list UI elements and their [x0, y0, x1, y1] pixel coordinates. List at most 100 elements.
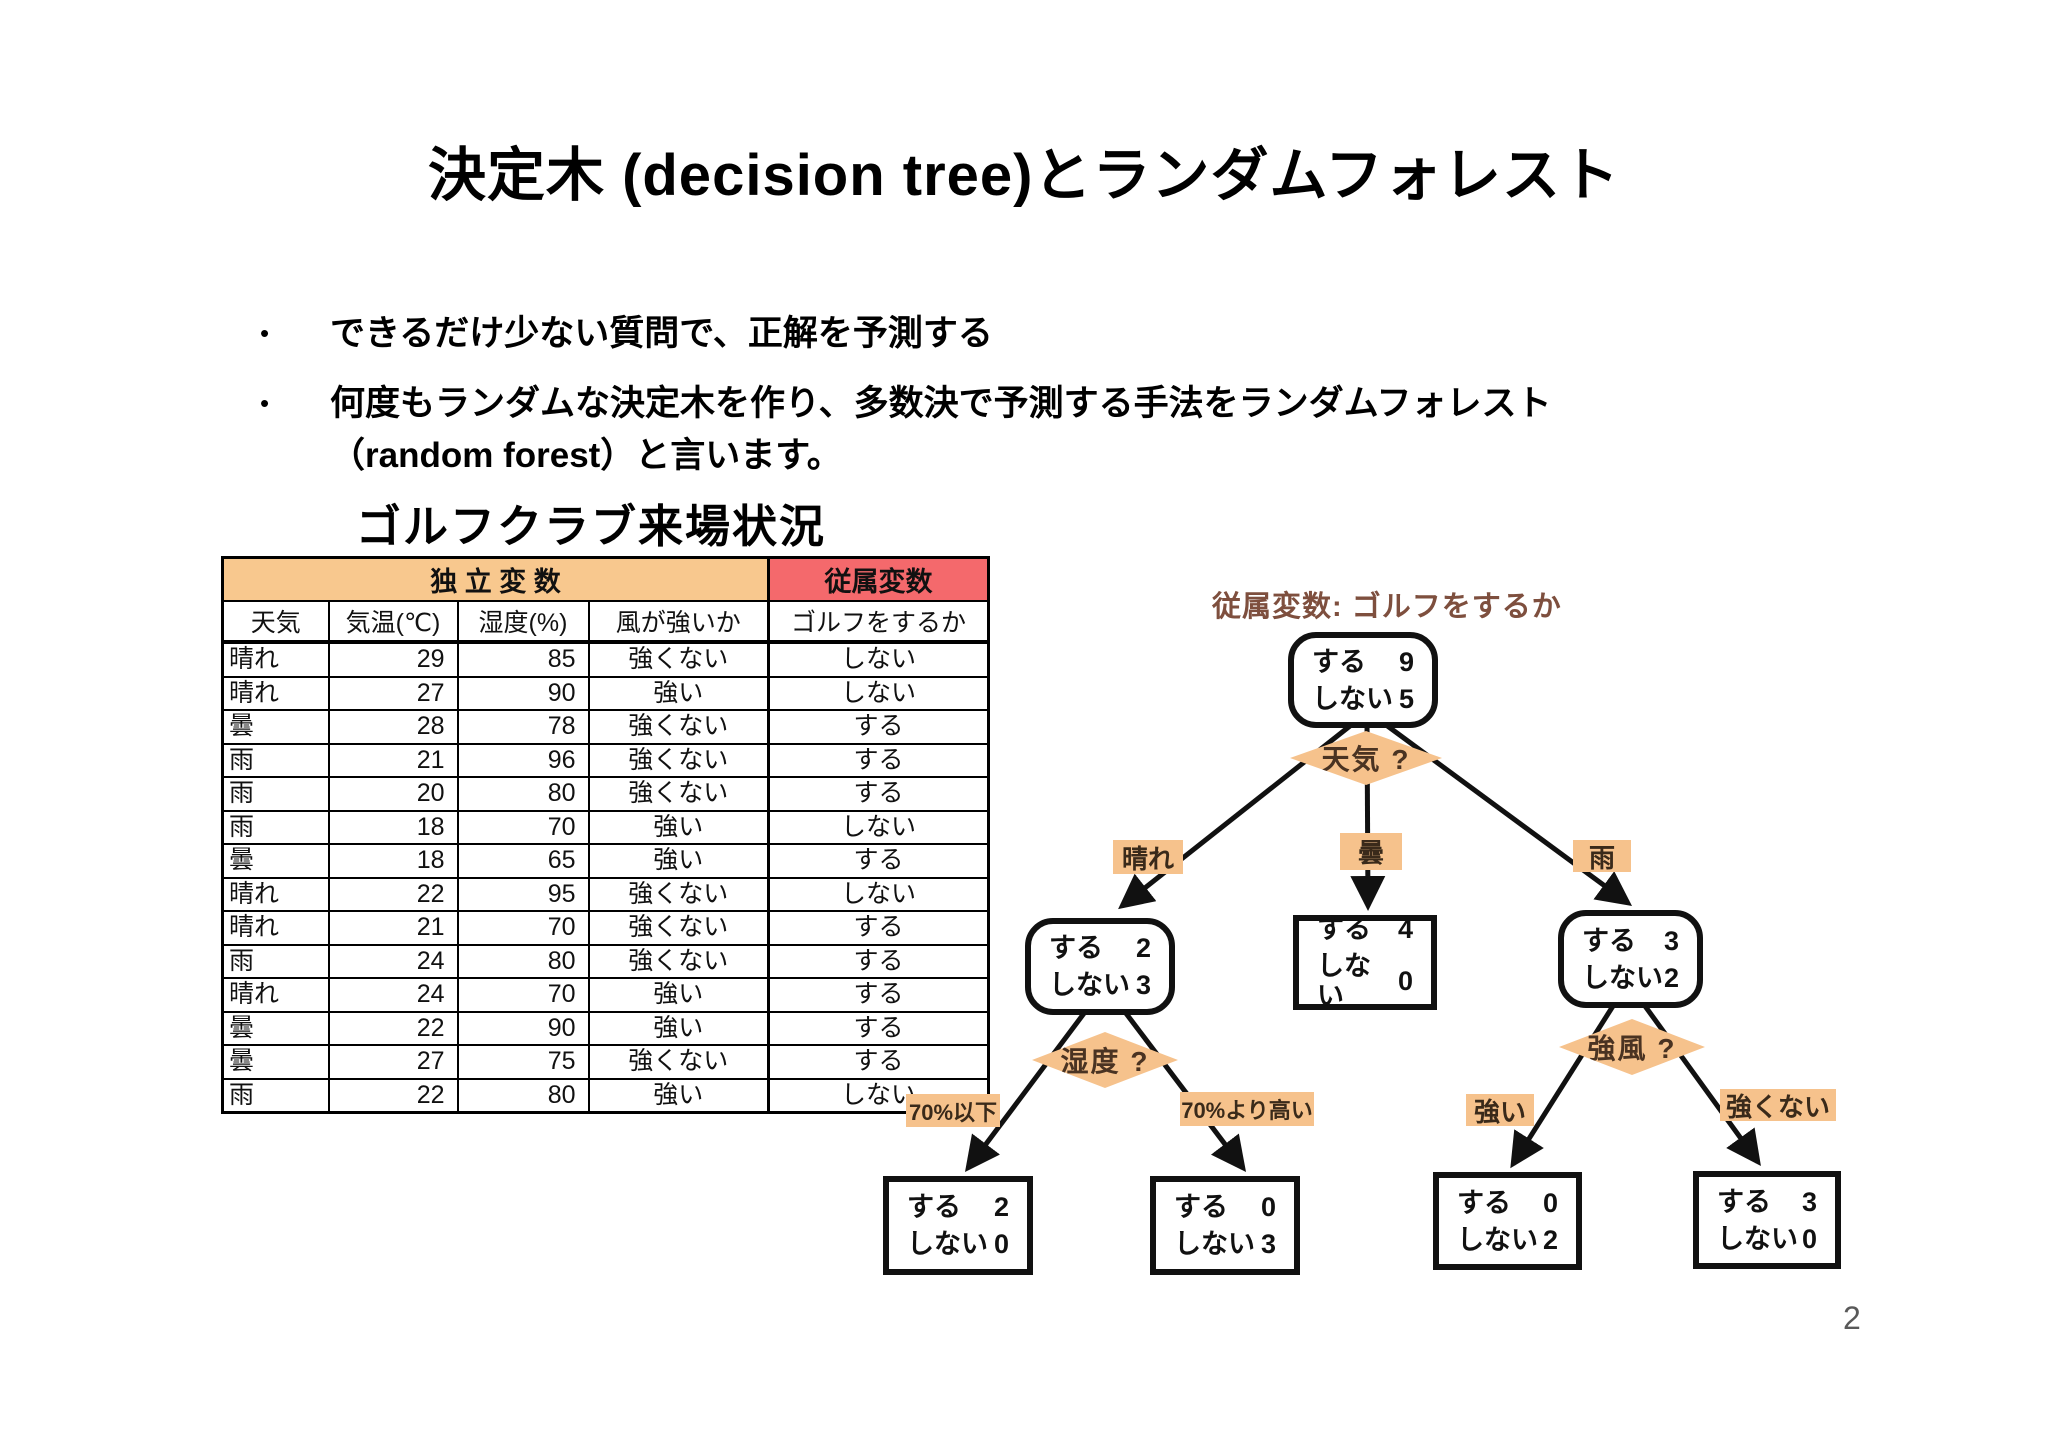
node-do-label: する	[1582, 925, 1636, 956]
node-do-value: 4	[1397, 914, 1413, 944]
table-cell: 22	[327, 1010, 459, 1046]
table-cell: 強くない	[587, 876, 770, 912]
col-header-weather: 天気	[221, 600, 330, 644]
tree-decision-label: 天気 ?	[1321, 744, 1411, 775]
table-cell: 強くない	[587, 709, 770, 745]
tree-branch-label-wind-not-strong: 強くない	[1720, 1089, 1836, 1122]
node-dont-value: 2	[1542, 1224, 1558, 1255]
table-cell: 80	[456, 1077, 590, 1114]
table-cell: する	[767, 742, 990, 778]
table-cell: 晴れ	[221, 876, 330, 912]
bullet-icon: •	[260, 318, 270, 348]
table-cell: する	[767, 843, 990, 879]
table-cell: 29	[327, 641, 459, 678]
table-cell: 強い	[587, 1010, 770, 1046]
table-cell: 85	[456, 641, 590, 678]
table-cell: する	[767, 776, 990, 812]
table-cell: しない	[767, 675, 990, 711]
table-cell: 雨	[221, 943, 330, 979]
bullet-text-line1: 何度もランダムな決定木を作り、多数決で予測する手法をランダムフォレスト	[330, 384, 1552, 423]
table-cell: 28	[327, 709, 459, 745]
table-cell: しない	[767, 809, 990, 845]
table-cell: する	[767, 709, 990, 745]
node-dont-label: しない	[1717, 1223, 1798, 1254]
table-cell: 90	[456, 675, 590, 711]
table-cell: 曇	[221, 843, 330, 879]
table-cell: 強くない	[587, 742, 770, 778]
tree-edge-rain	[1380, 719, 1633, 906]
node-do-value: 3	[1663, 925, 1679, 956]
table-cell: 96	[456, 742, 590, 778]
node-dont-value: 3	[1260, 1229, 1276, 1259]
node-dont-value: 0	[1801, 1223, 1817, 1254]
table-cell: 雨	[221, 742, 330, 778]
tree-edge-wind-strong	[1510, 1004, 1616, 1169]
node-do-label: する	[1049, 933, 1103, 963]
table-cell: 強くない	[587, 641, 770, 678]
node-dont-label: しない	[1582, 962, 1663, 993]
bullet-icon: •	[260, 388, 270, 418]
table-cell: しない	[767, 876, 990, 912]
table-cell: する	[767, 1044, 990, 1080]
table-cell: 22	[327, 876, 459, 912]
table-cell: 晴れ	[221, 910, 330, 946]
table-cell: 21	[327, 742, 459, 778]
table-cell: 70	[456, 809, 590, 845]
table-cell: する	[767, 1010, 990, 1046]
node-do-value: 2	[993, 1192, 1009, 1222]
table-cell: 21	[327, 910, 459, 946]
node-do-label: する	[907, 1192, 961, 1222]
table-cell: 70	[456, 910, 590, 946]
table-cell: 78	[456, 709, 590, 745]
tree-edge-humidity-low	[965, 1010, 1087, 1172]
tree-branch-label-wind-strong: 強い	[1466, 1094, 1534, 1127]
node-dont-value: 5	[1398, 683, 1414, 714]
tree-edge-wind-not-strong	[1642, 1004, 1761, 1167]
tree-edge-humidity-high	[1123, 1010, 1247, 1172]
node-do-label: する	[1174, 1192, 1228, 1222]
tree-branch-label-humidity-high: 70%より高い	[1180, 1092, 1314, 1126]
table-cell: 24	[327, 977, 459, 1013]
table-cell: 強い	[587, 675, 770, 711]
table-cell: 18	[327, 809, 459, 845]
node-dont-value: 2	[1663, 962, 1679, 993]
table-cell: 95	[456, 876, 590, 912]
table-cell: 80	[456, 776, 590, 812]
table-cell: 90	[456, 1010, 590, 1046]
table-cell: 曇	[221, 1044, 330, 1080]
tree-branch-label-humidity-low: 70%以下	[906, 1094, 1000, 1127]
node-dont-label: しない	[1457, 1224, 1538, 1255]
table-cell: 曇	[221, 709, 330, 745]
node-dont-value: 0	[1397, 966, 1413, 996]
table-cell: 晴れ	[221, 675, 330, 711]
node-do-value: 3	[1801, 1186, 1817, 1217]
table-cell: 強くない	[587, 1044, 770, 1080]
page-title: 決定木 (decision tree)とランダムフォレスト	[427, 143, 1621, 208]
node-dont-value: 3	[1135, 970, 1151, 1000]
node-dont-label: しない	[1049, 970, 1130, 1000]
dependent-var-header: 従属変数	[767, 556, 990, 602]
node-do-label: する	[1312, 646, 1366, 677]
table-cell: 雨	[221, 776, 330, 812]
node-do-value: 9	[1398, 646, 1414, 677]
node-dont-label: しない	[1317, 951, 1371, 1011]
table-cell: 20	[327, 776, 459, 812]
table-group-header-row: 独 立 変 数 従属変数	[221, 556, 990, 602]
page-number: 2	[1843, 1300, 1861, 1336]
table-cell: 雨	[221, 809, 330, 845]
